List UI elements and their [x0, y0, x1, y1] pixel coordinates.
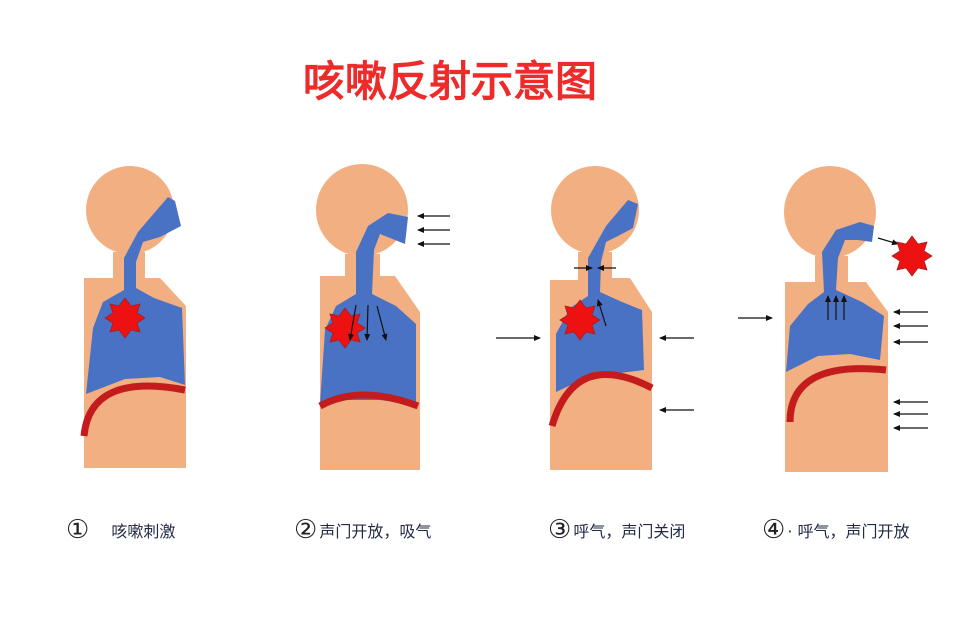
step-caption-1: ① 咳嗽刺激: [66, 514, 175, 546]
step-text-1: 咳嗽刺激: [111, 522, 176, 541]
irritant-star-2: [324, 307, 366, 349]
diaphragm-1: [80, 382, 186, 437]
incoming-air-arrows-2: [417, 213, 450, 247]
upward-air-arrows-4: [825, 295, 847, 320]
diaphragm-4: [786, 365, 887, 423]
right-compression-arrows-4: [893, 309, 928, 431]
step-number-2: ②: [294, 515, 318, 545]
upward-air-arrow-3: [596, 299, 607, 327]
panel-2-inhale: [316, 164, 450, 470]
panel-3-exhale-glottis-closed: [496, 166, 694, 470]
step-text-3: 呼气，声门关闭: [573, 522, 686, 541]
compression-arrows-3: [496, 335, 694, 413]
expelled-irritant-star-4: [891, 235, 933, 277]
expelled-air-arrow-4: [877, 237, 899, 246]
arrow: [348, 304, 357, 341]
step-caption-3: ③ 呼气，声门关闭: [548, 514, 685, 546]
step-caption-4: ④ · 呼气，声门开放: [762, 514, 910, 546]
step-number-1: ①: [66, 515, 90, 545]
diaphragm-2: [318, 391, 420, 410]
step-number-3: ③: [548, 515, 572, 545]
airway-lungs-3: [556, 200, 644, 392]
step-number-4: ④: [762, 515, 786, 545]
diagram-title: 咳嗽反射示意图: [302, 57, 597, 106]
irritant-star-1: [104, 297, 146, 339]
panel-1-irritation: [80, 166, 186, 468]
arrow: [376, 305, 388, 341]
panel-4-exhale-glottis-open: [738, 166, 933, 472]
arrow: [364, 304, 371, 341]
step-text-4: · 呼气，声门开放: [787, 522, 910, 541]
lung-air-arrows-2: [348, 304, 388, 341]
step-text-2: 声门开放，吸气: [319, 522, 432, 541]
step-caption-2: ② 声门开放，吸气: [294, 514, 431, 546]
diaphragm-3: [548, 371, 654, 427]
airway-lungs-1: [86, 197, 185, 394]
irritant-star-3: [559, 299, 601, 341]
